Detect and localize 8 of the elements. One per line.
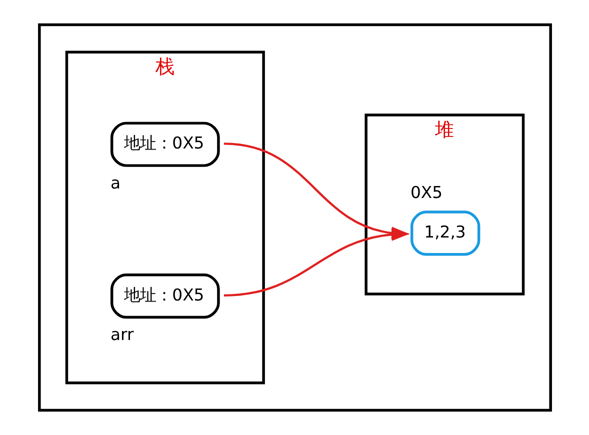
node-box: 地址：0X5 <box>110 274 220 319</box>
arrow <box>223 228 410 296</box>
node-label: arr <box>110 324 134 344</box>
node-label: 0X5 <box>410 182 442 202</box>
node-box: 1,2,3 <box>410 210 480 256</box>
node-box: 地址：0X5 <box>110 122 220 167</box>
cluster <box>38 23 552 412</box>
node-label: a <box>110 173 120 192</box>
